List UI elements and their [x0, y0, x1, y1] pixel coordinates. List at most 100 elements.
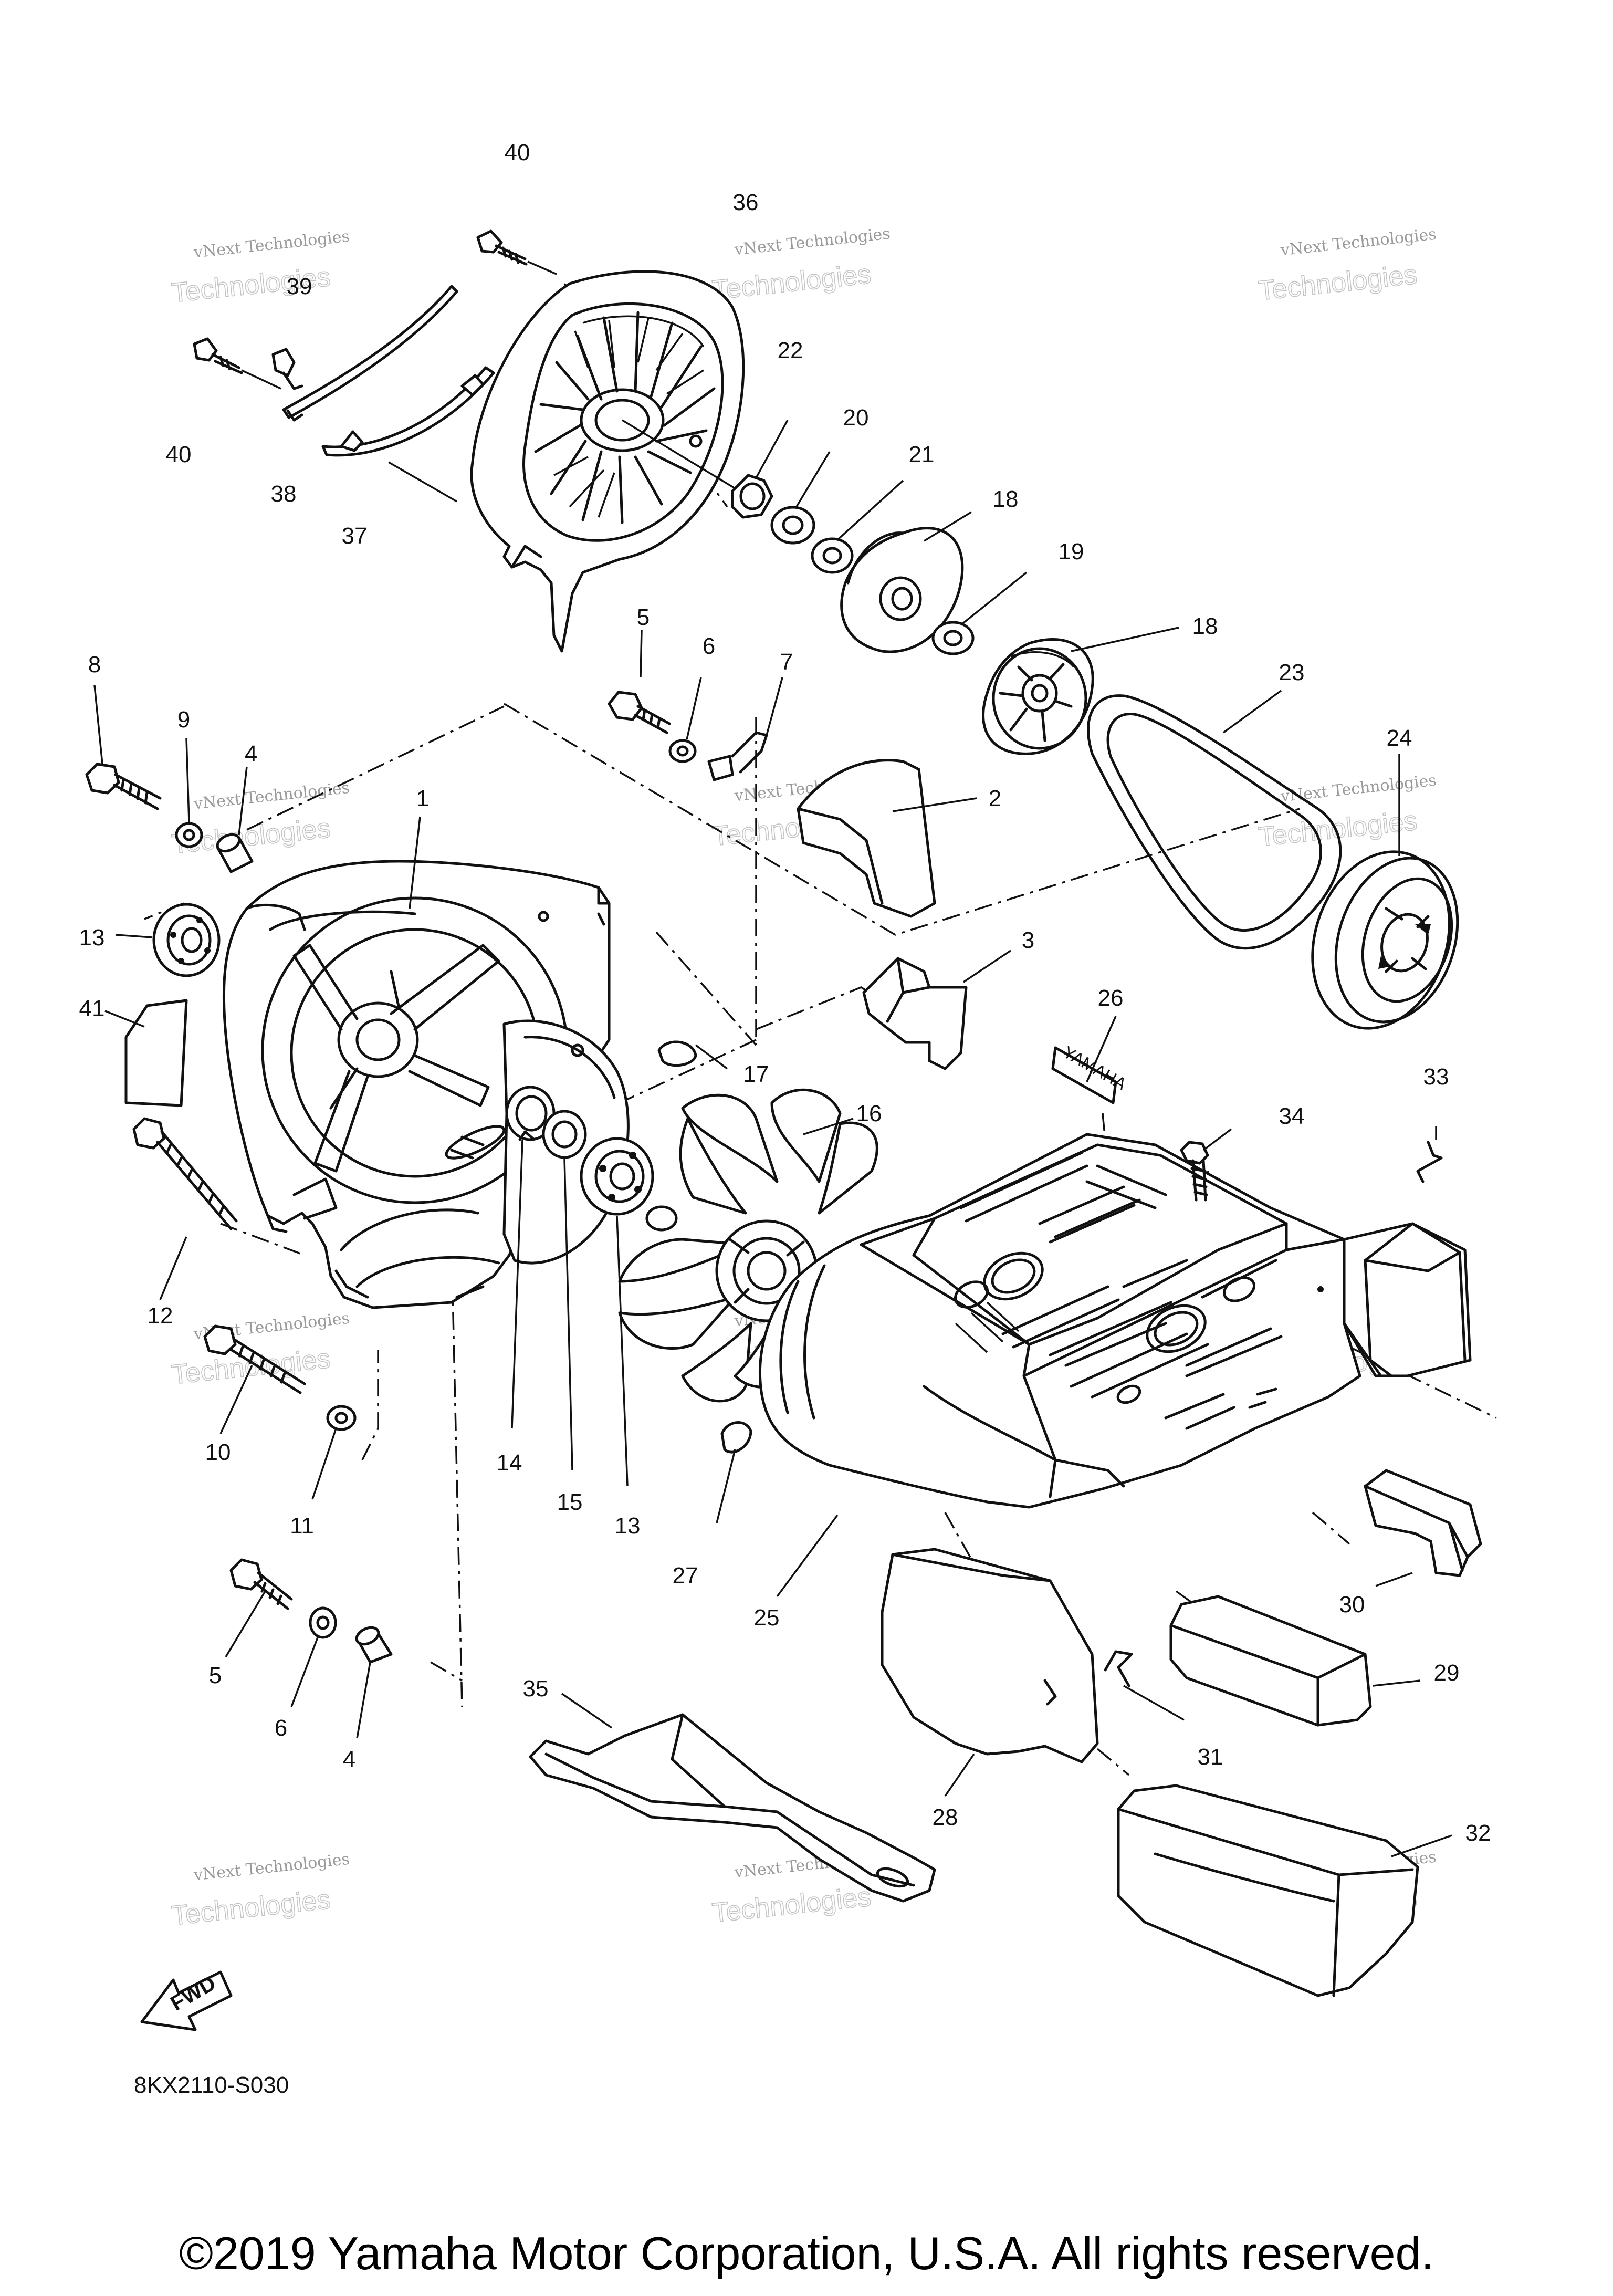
part-6-washer-upper [668, 677, 702, 763]
part-37-strip [321, 366, 495, 503]
callout-8: 8 [88, 652, 101, 677]
svg-text:Technologies: Technologies [1257, 806, 1419, 852]
svg-text:Technologies: Technologies [711, 1882, 873, 1928]
part-39-clip [271, 348, 303, 390]
part-12-bolt [132, 1117, 238, 1300]
part-4-collar-upper [216, 766, 254, 873]
svg-text:vNext Technologies: vNext Technologies [192, 227, 350, 262]
part-11-washer [311, 1405, 357, 1500]
callout-18: 18 [1192, 613, 1218, 639]
callout-38: 38 [271, 481, 297, 507]
callout-6: 6 [703, 633, 715, 659]
part-21-washer [811, 479, 904, 574]
part-25-shroud [759, 1133, 1472, 1598]
callout-9: 9 [177, 707, 190, 733]
callout-labels: 40 36 39 40 38 37 22 20 21 18 19 18 8 9 … [79, 140, 1491, 1846]
watermark-top-right: vNext Technologies Technologies [1256, 225, 1437, 307]
callout-29: 29 [1434, 1660, 1460, 1686]
part-30-bracket [1364, 1469, 1482, 1587]
drawing-code: 8KX2110-S030 [134, 2072, 289, 2098]
callout-12: 12 [148, 1303, 173, 1329]
part-19-washer [931, 571, 1028, 655]
callout-30: 30 [1339, 1592, 1365, 1617]
callout-32: 32 [1465, 1820, 1491, 1846]
part-36-starter-housing [470, 270, 745, 653]
watermark-low-left: vNext Technologies Technologies [170, 1309, 350, 1391]
callout-13: 13 [615, 1513, 641, 1539]
part-26-decal: YAMAHA [1051, 1016, 1130, 1104]
part-29-pad [1169, 1595, 1421, 1727]
part-9-washer [175, 737, 203, 848]
part-40-bolt-left [193, 337, 281, 390]
callout-1: 1 [416, 786, 429, 811]
svg-text:Technologies: Technologies [170, 1884, 332, 1931]
callout-26: 26 [1098, 985, 1124, 1011]
callout-41: 41 [79, 996, 105, 1021]
part-4-collar-lower [355, 1626, 393, 1739]
callout-5: 5 [209, 1663, 222, 1688]
callout-31: 31 [1198, 1744, 1223, 1770]
callout-37: 37 [342, 523, 368, 549]
part-34-bolt [1180, 1128, 1232, 1202]
callout-7: 7 [780, 649, 793, 675]
callout-40: 40 [166, 442, 192, 467]
callout-22: 22 [778, 338, 803, 363]
watermark-mid-left: vNext Technologies Technologies [170, 779, 350, 861]
part-33-clip [1416, 1126, 1443, 1183]
callout-10: 10 [205, 1439, 231, 1465]
callout-34: 34 [1279, 1103, 1305, 1129]
part-5-bolt-lower [225, 1558, 293, 1657]
callout-16: 16 [856, 1101, 882, 1126]
svg-text:Technologies: Technologies [711, 259, 873, 306]
fwd-arrow: FWD [140, 1970, 233, 2031]
callout-19: 19 [1059, 539, 1084, 565]
part-8-bolt [85, 685, 162, 810]
part-2-cover [797, 759, 977, 918]
part-18-pulley-upper [840, 511, 972, 653]
watermark-top-left: vNext Technologies Technologies [170, 227, 350, 309]
callout-39: 39 [287, 274, 312, 299]
callout-6: 6 [275, 1715, 287, 1741]
callout-4: 4 [245, 741, 257, 767]
part-22-nut [731, 420, 789, 519]
callout-27: 27 [673, 1563, 698, 1589]
callout-2: 2 [989, 786, 1001, 811]
callout-21: 21 [909, 442, 935, 467]
part-28-panel [881, 1548, 1099, 1797]
part-15-washer [542, 1110, 587, 1471]
part-13-bearing-lower [580, 1137, 654, 1487]
callout-17: 17 [743, 1061, 769, 1087]
callout-40: 40 [505, 140, 530, 165]
callout-4: 4 [343, 1747, 355, 1772]
part-23-belt [1087, 690, 1342, 950]
callout-24: 24 [1387, 725, 1412, 751]
callout-5: 5 [637, 604, 650, 630]
part-5-bolt-upper [608, 630, 671, 734]
part-35-strap [529, 1693, 936, 1903]
callout-15: 15 [557, 1489, 583, 1515]
svg-text:vNext Technologies: vNext Technologies [192, 779, 350, 813]
part-6-washer-lower [290, 1606, 337, 1707]
part-17-key [657, 1040, 728, 1070]
callout-11: 11 [290, 1513, 314, 1539]
callout-35: 35 [523, 1676, 549, 1702]
callout-18: 18 [993, 486, 1019, 512]
part-32-pad [1117, 1784, 1452, 1997]
part-18-pulley-lower [982, 627, 1179, 755]
part-40-bolt-top [476, 229, 557, 275]
svg-text:vNext Technologies: vNext Technologies [733, 224, 891, 259]
callout-13: 13 [79, 925, 105, 951]
callout-20: 20 [843, 405, 869, 431]
part-3-bracket [862, 949, 1011, 1070]
part-13-bearing-upper [115, 903, 221, 977]
watermark-top-center: vNext Technologies Technologies [710, 224, 891, 306]
callout-14: 14 [497, 1450, 522, 1476]
svg-text:vNext Technologies: vNext Technologies [1279, 771, 1437, 806]
copyright-notice: ©2019 Yamaha Motor Corporation, U.S.A. A… [179, 2227, 1434, 2279]
part-20-washer [770, 451, 831, 545]
part-38-strip [282, 285, 458, 422]
callout-23: 23 [1279, 660, 1305, 685]
watermark-bottom-left: vNext Technologies Technologies [170, 1850, 350, 1932]
callout-33: 33 [1423, 1064, 1449, 1090]
part-24-drive-pulley [1311, 754, 1459, 1030]
